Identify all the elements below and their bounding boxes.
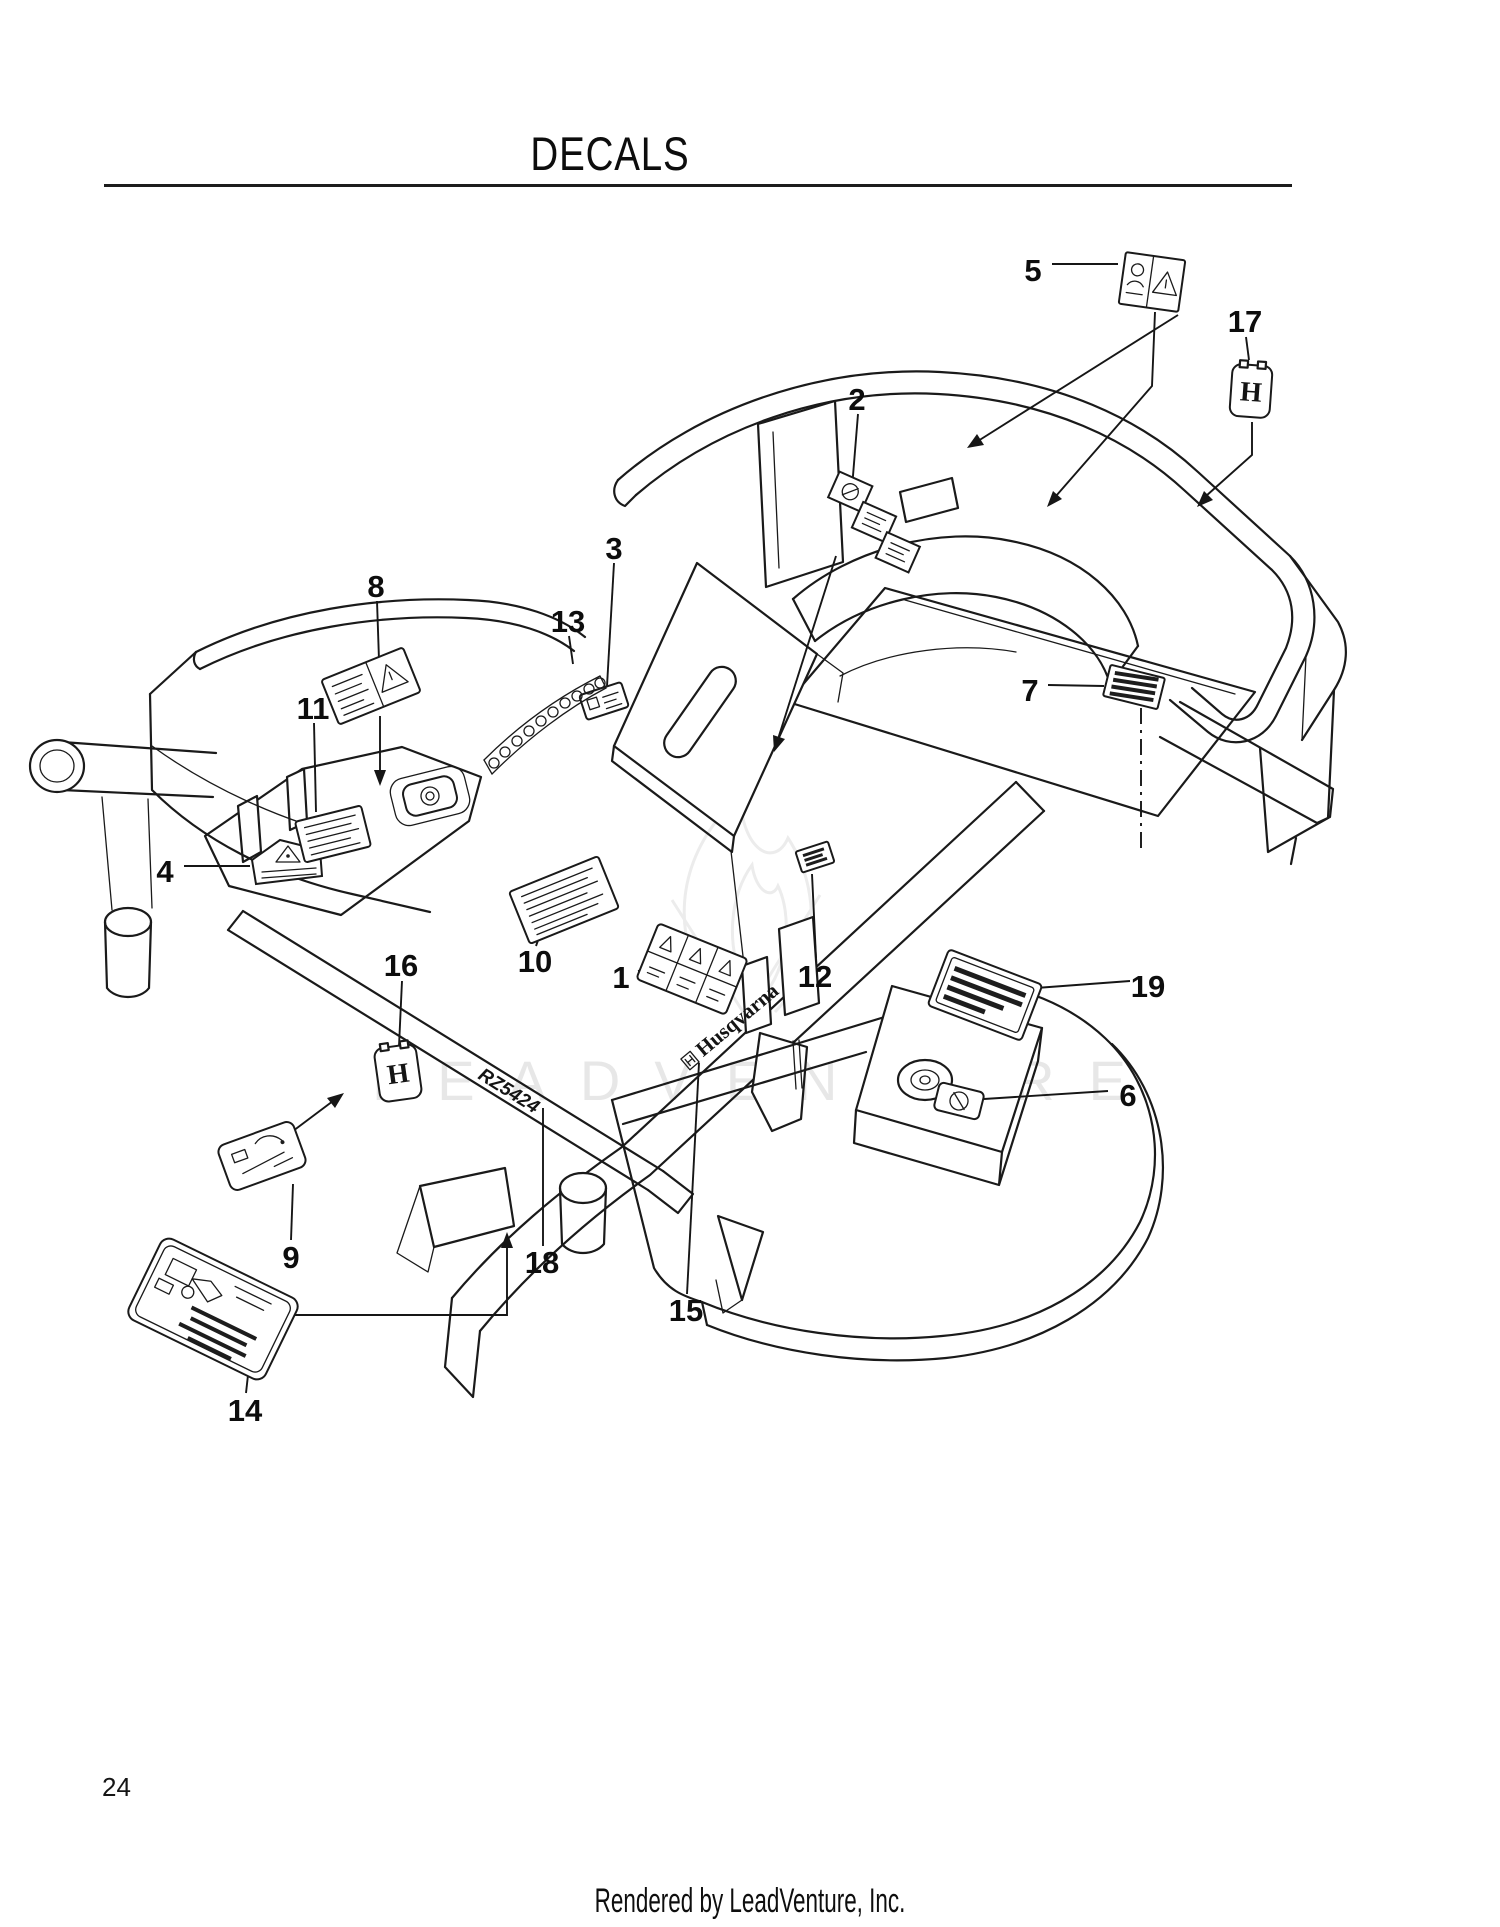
callout-16: 16 xyxy=(384,948,418,983)
callout-18: 18 xyxy=(525,1245,559,1280)
footer-credit: Rendered by LeadVenture, Inc. xyxy=(594,1882,906,1920)
hanger-brackets xyxy=(740,915,821,1133)
decal-14-product-plate xyxy=(127,1237,299,1381)
callout-8: 8 xyxy=(367,569,384,604)
rear-fender-assembly xyxy=(613,370,1347,866)
callout-5: 5 xyxy=(1024,253,1041,288)
callout-19: 19 xyxy=(1131,969,1165,1004)
callout-6: 6 xyxy=(1119,1078,1136,1113)
decal-16-crown-badge: H xyxy=(373,1039,423,1103)
decal-9-lift-instruction xyxy=(217,1121,307,1191)
decal-13-height-arc xyxy=(483,675,607,775)
page-number: 24 xyxy=(102,1772,131,1802)
crown-monogram: H xyxy=(385,1058,411,1092)
callout-12: 12 xyxy=(798,959,832,994)
callout-1: 1 xyxy=(612,960,629,995)
decals: Husqvarna H H RZ5424 xyxy=(127,251,1274,1381)
callout-3: 3 xyxy=(605,531,622,566)
decal-2-control-strip xyxy=(826,470,922,574)
callout-17: 17 xyxy=(1228,304,1262,339)
decal-6-belt-symbol xyxy=(933,1081,985,1121)
callout-13: 13 xyxy=(551,604,585,639)
callout-15: 15 xyxy=(669,1293,703,1328)
decal-5-fender-warning xyxy=(1117,251,1187,313)
decal-12-mini xyxy=(794,840,836,874)
callout-2: 2 xyxy=(848,382,865,417)
decal-3-instruction xyxy=(578,681,630,721)
page-title: DECALS xyxy=(530,127,690,180)
decal-11-console-text xyxy=(294,805,372,863)
left-console xyxy=(28,598,587,999)
seat-plate xyxy=(610,561,844,854)
machine-line-art xyxy=(28,370,1347,1399)
callout-10: 10 xyxy=(518,944,552,979)
decal-17-crown-badge: H xyxy=(1228,359,1274,419)
title-rule xyxy=(104,184,1292,187)
crown-monogram: H xyxy=(1239,376,1263,408)
callout-numbers: 1 2 3 4 5 6 7 8 9 10 11 12 13 14 15 16 1… xyxy=(156,253,1262,1428)
callout-4: 4 xyxy=(156,854,174,889)
callout-14: 14 xyxy=(228,1393,263,1428)
decal-7-striped xyxy=(1102,664,1166,710)
decal-8-console-warning xyxy=(321,647,421,725)
decal-1-warning-grid xyxy=(636,923,748,1015)
callout-7: 7 xyxy=(1021,673,1038,708)
frame-rails xyxy=(226,780,1046,1399)
decal-10-footplate-text xyxy=(508,855,620,945)
callout-9: 9 xyxy=(282,1240,299,1275)
decal-19-deck-warning xyxy=(927,949,1043,1041)
callout-11: 11 xyxy=(297,691,330,726)
